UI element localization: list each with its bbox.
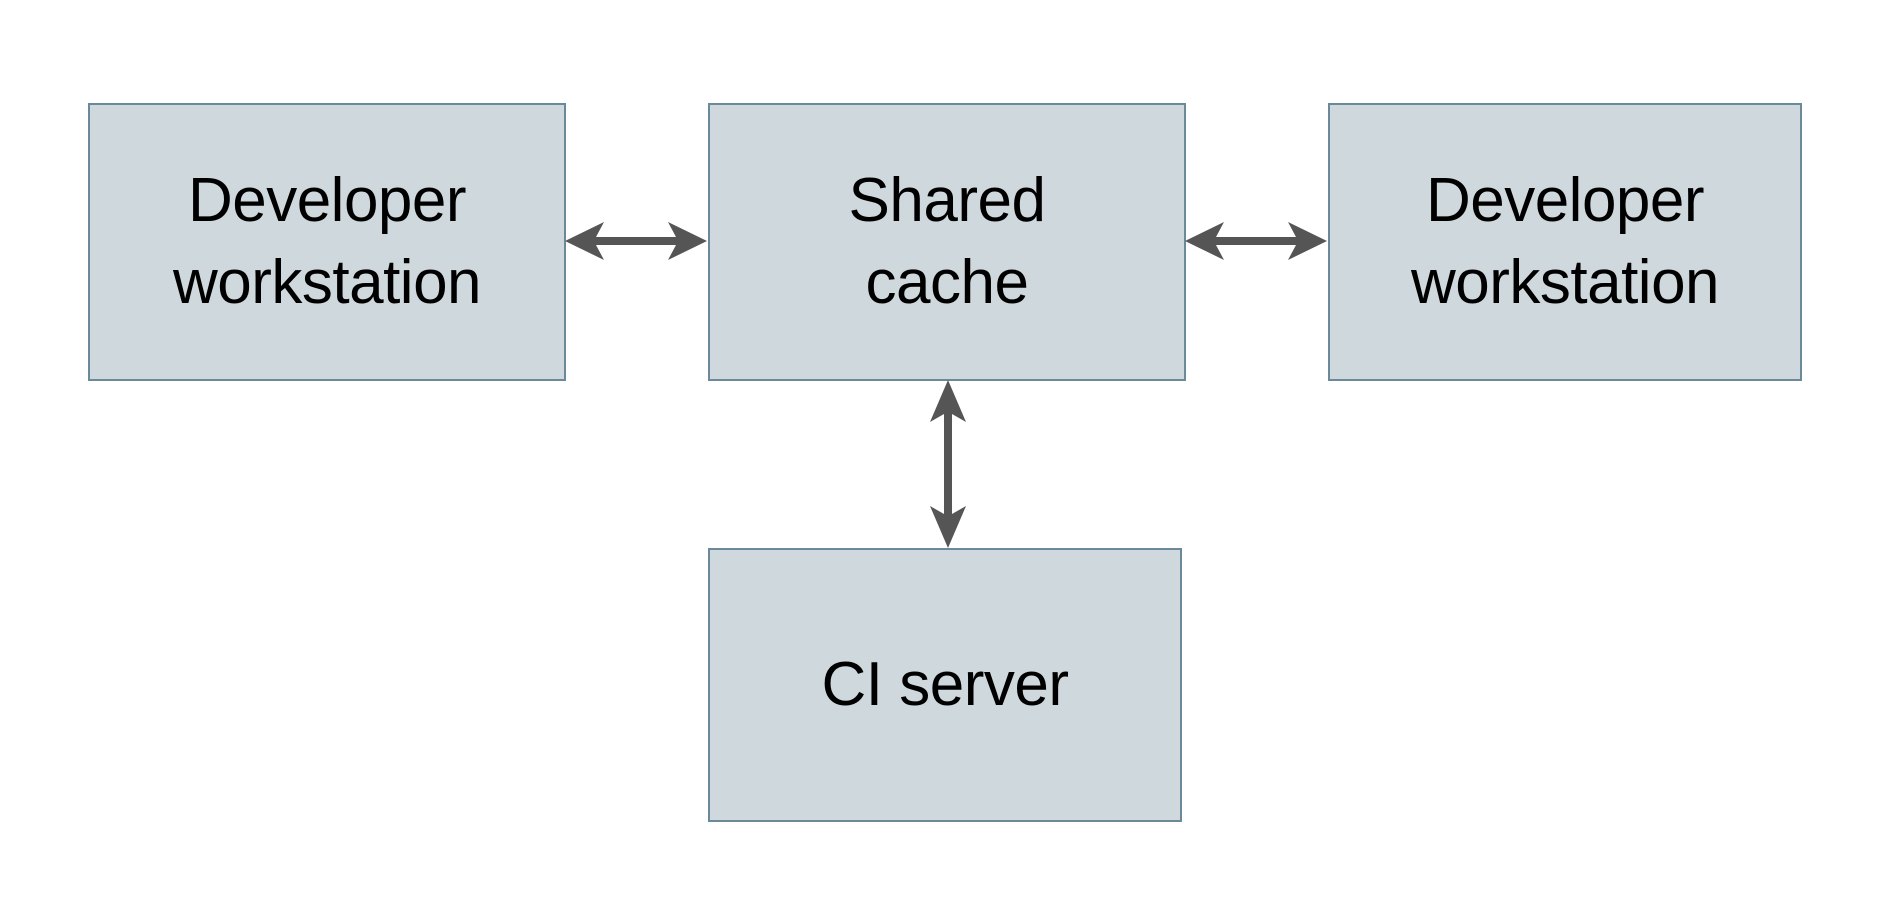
- node-ci-server[interactable]: CI server: [708, 548, 1182, 822]
- edge-cache-to-right-dev: [1180, 218, 1332, 264]
- node-label: Developer workstation: [172, 166, 482, 317]
- node-developer-workstation-left[interactable]: Developer workstation: [88, 103, 566, 381]
- node-label: Developer workstation: [1410, 166, 1720, 317]
- edge-left-dev-to-cache: [560, 218, 712, 264]
- double-arrow-horizontal-icon: [565, 222, 707, 260]
- node-label: Shared cache: [848, 166, 1046, 317]
- double-arrow-vertical-icon: [930, 380, 966, 548]
- edge-cache-to-ci: [925, 376, 971, 552]
- node-developer-workstation-right[interactable]: Developer workstation: [1328, 103, 1802, 381]
- double-arrow-horizontal-icon: [1185, 222, 1327, 260]
- node-shared-cache[interactable]: Shared cache: [708, 103, 1186, 381]
- node-label: CI server: [821, 650, 1069, 720]
